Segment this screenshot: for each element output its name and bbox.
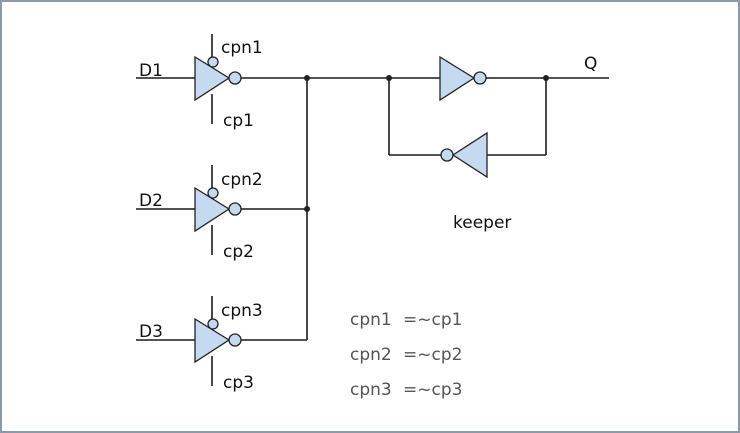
tristate-inverter-1 (136, 34, 307, 124)
equation-lhs-2: cpn2 (350, 345, 392, 365)
equation-rhs-2: =~cp2 (403, 345, 462, 365)
enable-label-cp3: cp3 (223, 373, 254, 393)
output-bubble (228, 71, 242, 85)
junction-dot (304, 206, 310, 212)
feedback-inverter (451, 131, 488, 179)
tristate-inverter-3 (136, 296, 307, 386)
equation-lhs-1: cpn1 (350, 310, 392, 330)
equation-rhs-3: =~cp3 (403, 380, 462, 400)
enable-label-cp1: cp1 (223, 111, 254, 131)
enable-label-cpn1: cpn1 (221, 38, 263, 58)
output-bubble (228, 202, 242, 216)
enable-label-cpn2: cpn2 (221, 170, 263, 190)
forward-inverter (439, 55, 476, 102)
forward-inverter-bubble (473, 71, 487, 85)
equation-lhs-3: cpn3 (350, 380, 392, 400)
enable-label-cp2: cp2 (223, 242, 254, 262)
enable-bubble (207, 187, 219, 199)
output-bubble (228, 333, 242, 347)
keeper-latch (307, 55, 609, 179)
output-label-q: Q (584, 54, 597, 74)
enable-bubble (207, 56, 219, 68)
tristate-inverter-2 (136, 165, 307, 255)
input-label-d2: D2 (139, 191, 163, 211)
input-label-d1: D1 (139, 61, 163, 81)
enable-label-cpn3: cpn3 (221, 301, 263, 321)
feedback-inverter-bubble (440, 148, 454, 162)
enable-bubble (207, 318, 219, 330)
equation-rhs-1: =~cp1 (403, 310, 462, 330)
input-label-d3: D3 (139, 322, 163, 342)
keeper-label: keeper (453, 213, 511, 233)
